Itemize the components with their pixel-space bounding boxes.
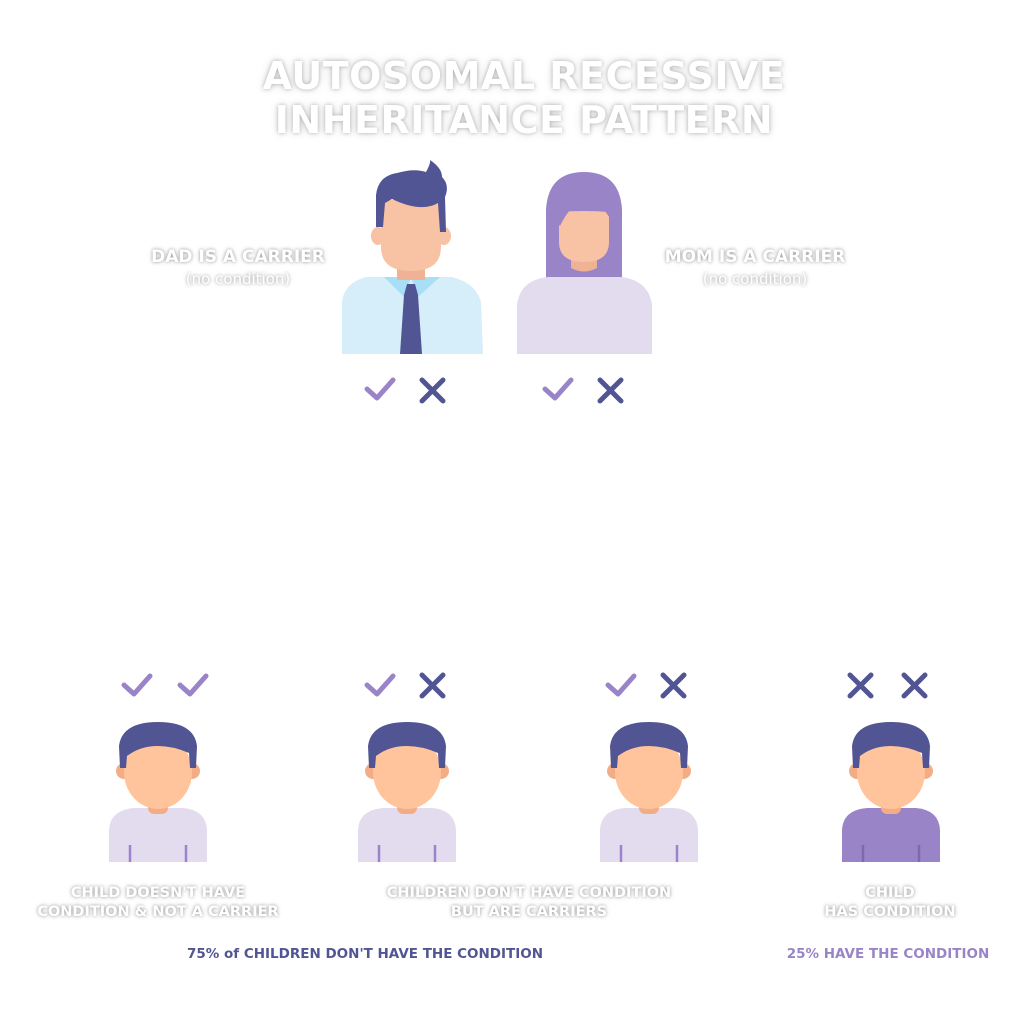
child-face (373, 735, 441, 809)
dad-tie (400, 284, 422, 354)
child-shirt (109, 808, 207, 862)
child-face (857, 735, 925, 809)
cross-icon (847, 672, 874, 699)
caption-affected: CHILD HAS CONDITION (790, 884, 990, 922)
child-hair (852, 722, 930, 768)
summary-unaffected: 75% of CHILDREN DON'T HAVE THE CONDITION (186, 946, 544, 962)
dad-label-main: DAD IS A CARRIER (151, 247, 325, 267)
caption-no-condition-line-2: CONDITION & NOT A CARRIER (37, 904, 279, 920)
check-icon (605, 673, 637, 697)
caption-no-condition-line-1: CHILD DOESN'T HAVE (70, 885, 246, 901)
caption-affected-line-1: CHILD (865, 885, 915, 901)
cross-icon (419, 377, 446, 404)
child-face (615, 735, 683, 809)
cross-icon (597, 377, 624, 404)
dad-avatar (342, 160, 483, 354)
child-2-alleles (364, 672, 446, 699)
caption-carriers-line-2: BUT ARE CARRIERS (450, 904, 608, 920)
dad-collar-right (411, 277, 440, 297)
check-icon (177, 673, 209, 697)
child-shirt (600, 808, 698, 862)
caption-no-condition: CHILD DOESN'T HAVE CONDITION & NOT A CAR… (12, 884, 304, 922)
check-icon (542, 377, 574, 401)
summary-affected: 25% HAVE THE CONDITION (786, 946, 990, 962)
caption-carriers-line-1: CHILDREN DON'T HAVE CONDITION (386, 885, 672, 901)
title-line-1: AUTOSOMAL RECESSIVE (262, 54, 786, 98)
dad-label: DAD IS A CARRIER (no condition) (130, 245, 346, 289)
mom-alleles (542, 377, 624, 404)
caption-carriers: CHILDREN DON'T HAVE CONDITION BUT ARE CA… (350, 884, 708, 922)
dad-face (381, 200, 441, 271)
child-avatar-2 (358, 722, 456, 862)
cross-icon (901, 672, 928, 699)
child-avatar-3 (600, 722, 698, 862)
child-shirt (842, 808, 940, 862)
dad-hair (376, 160, 447, 232)
child-face (124, 735, 192, 809)
title-line-2: INHERITANCE PATTERN (274, 98, 774, 142)
child-hair (610, 722, 688, 768)
child-3-alleles (605, 672, 687, 699)
mom-shirt (517, 277, 652, 354)
mom-label-sub: (no condition) (702, 270, 808, 288)
child-avatar-4 (842, 722, 940, 862)
diagram-title: AUTOSOMAL RECESSIVE INHERITANCE PATTERN (0, 54, 1024, 142)
child-1-alleles (121, 673, 209, 697)
child-avatar-1 (109, 722, 207, 862)
cross-icon (419, 672, 446, 699)
cross-icon (660, 672, 687, 699)
mom-hair-front (556, 184, 613, 226)
dad-label-sub: (no condition) (185, 270, 291, 288)
caption-affected-line-2: HAS CONDITION (824, 904, 956, 920)
mom-label: MOM IS A CARRIER (no condition) (644, 245, 866, 289)
mom-face (559, 211, 609, 262)
dad-collar-left (384, 277, 411, 297)
child-hair (368, 722, 446, 768)
dad-alleles (364, 377, 446, 404)
check-icon (364, 673, 396, 697)
child-shirt (358, 808, 456, 862)
child-hair (119, 722, 197, 768)
check-icon (121, 673, 153, 697)
check-icon (364, 377, 396, 401)
mom-label-main: MOM IS A CARRIER (664, 247, 846, 267)
child-4-alleles (847, 672, 928, 699)
mom-avatar (517, 172, 652, 354)
